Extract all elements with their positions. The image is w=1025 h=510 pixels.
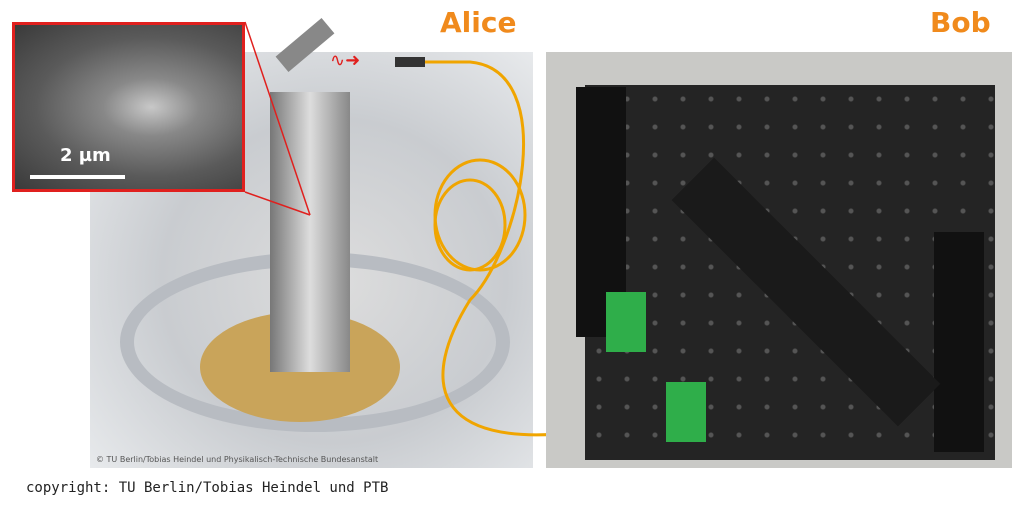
- scale-bar-label: 2 µm: [60, 145, 111, 166]
- copyright-caption: copyright: TU Berlin/Tobias Heindel und …: [26, 480, 389, 496]
- bob-label: Bob: [930, 6, 991, 39]
- cryostat-column: [270, 92, 350, 372]
- detector-right: [934, 232, 984, 452]
- sem-inset-micropillar: 2 µm: [12, 22, 245, 192]
- photo-credit: © TU Berlin/Tobias Heindel und Physikali…: [96, 455, 379, 464]
- green-mount: [666, 382, 706, 442]
- green-mount: [606, 292, 646, 352]
- alice-setup-photo: [90, 52, 533, 468]
- optical-breadboard: [585, 85, 995, 460]
- alice-label: Alice: [440, 6, 517, 39]
- scale-bar: [30, 175, 125, 179]
- photon-wave-icon: ∿➜: [330, 50, 361, 71]
- bob-setup-photo: [546, 52, 1012, 468]
